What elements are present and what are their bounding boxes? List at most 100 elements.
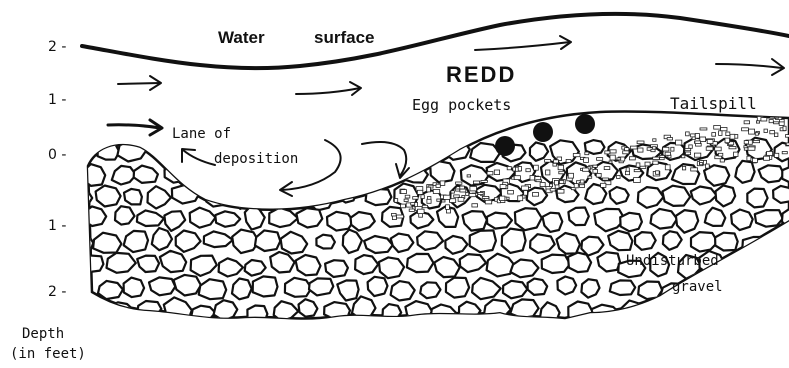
fine-gravel-particle (574, 184, 578, 188)
gravel-stone (515, 208, 542, 230)
fine-gravel-particle (729, 147, 736, 149)
fine-gravel-particle (625, 171, 629, 174)
egg-pocket (533, 122, 553, 142)
gravel-stone (502, 229, 526, 253)
fine-gravel-particle (446, 205, 450, 210)
gravel-stone (405, 301, 432, 319)
fine-gravel-particle (707, 140, 713, 144)
fine-gravel-particle (467, 175, 471, 177)
fine-gravel-particle (609, 161, 612, 163)
deposition-zone-label-line1: Lane of (172, 127, 231, 141)
gravel-stone (339, 139, 365, 156)
fine-gravel-particle (585, 152, 589, 155)
gravel-stone (620, 213, 642, 232)
fine-gravel-particle (637, 141, 644, 144)
gravel-stone (741, 277, 766, 300)
fine-gravel-particle (442, 200, 445, 202)
fine-gravel-particle (409, 209, 414, 211)
gravel-stone (368, 277, 388, 296)
fine-gravel-particle (550, 188, 555, 191)
fine-gravel-particle (775, 133, 778, 137)
redd-title: REDD (446, 64, 516, 86)
gravel-stone (316, 235, 335, 249)
gravel-stone (407, 254, 434, 272)
fine-gravel-particle (603, 178, 609, 180)
gravel-stone (753, 300, 780, 325)
fine-gravel-particle (783, 126, 786, 130)
fine-gravel-particle (676, 140, 682, 145)
fine-gravel-particle (524, 191, 528, 196)
fine-gravel-particle (689, 145, 693, 148)
fine-gravel-particle (634, 178, 641, 183)
fine-gravel-particle (418, 209, 425, 213)
fine-gravel-particle (782, 152, 787, 154)
fine-gravel-particle (554, 160, 559, 163)
fine-gravel-particle (617, 158, 621, 160)
gravel-stone (73, 190, 92, 207)
fine-gravel-particle (450, 199, 456, 203)
fine-gravel-particle (456, 189, 460, 191)
fine-gravel-particle (682, 166, 685, 170)
fine-gravel-particle (706, 164, 710, 168)
fine-gravel-particle (588, 176, 592, 178)
fine-gravel-particle (700, 128, 707, 130)
undisturbed-gravel-label-line1: Undisturbed (626, 254, 719, 268)
fine-gravel-particle (593, 165, 597, 167)
fine-gravel-particle (500, 196, 505, 201)
fine-gravel-particle (401, 190, 407, 194)
fine-gravel-particle (466, 192, 469, 195)
fine-gravel-particle (726, 132, 730, 136)
gravel-stone (366, 189, 392, 205)
gravel-stone (383, 304, 402, 320)
gravel-stone (149, 140, 171, 157)
fine-gravel-particle (546, 170, 550, 175)
fine-gravel-particle (553, 163, 557, 166)
fine-gravel-particle (604, 167, 610, 170)
fine-gravel-particle (742, 128, 749, 131)
gravel-stone (755, 210, 783, 227)
fine-gravel-particle (656, 171, 660, 175)
fine-gravel-particle (653, 147, 656, 150)
gravel-stone (487, 213, 512, 229)
fine-gravel-particle (691, 168, 698, 171)
fine-gravel-particle (559, 181, 563, 184)
gravel-stone (391, 281, 415, 300)
fine-gravel-particle (651, 149, 655, 151)
gravel-stone (296, 255, 321, 275)
gravel-stone (470, 230, 496, 252)
gravel-stone (266, 168, 293, 184)
fine-gravel-particle (518, 167, 521, 171)
gravel-stone (327, 212, 354, 231)
fine-gravel-particle (769, 120, 773, 123)
fine-gravel-particle (436, 184, 440, 187)
fine-gravel-particle (507, 167, 511, 170)
fine-gravel-particle (566, 159, 571, 162)
undisturbed-gravel-label-line2: gravel (672, 280, 723, 294)
fine-gravel-particle (748, 147, 755, 150)
gravel-stone (253, 276, 278, 296)
fine-gravel-particle (536, 180, 541, 182)
fine-gravel-particle (540, 183, 545, 187)
fine-gravel-particle (725, 138, 730, 143)
gravel-stone (81, 256, 103, 272)
gravel-stone (716, 185, 736, 206)
gravel-stone (771, 236, 789, 256)
fine-gravel-particle (685, 148, 691, 150)
fine-gravel-particle (437, 199, 441, 201)
gravel-stone (682, 301, 700, 323)
fine-gravel-particle (686, 132, 690, 136)
fine-gravel-particle (421, 195, 424, 199)
gravel-stone (124, 189, 142, 205)
fine-gravel-particle (774, 153, 778, 157)
fine-gravel-particle (645, 162, 650, 166)
fine-gravel-particle (427, 199, 431, 203)
fine-gravel-particle (397, 215, 404, 218)
fine-gravel-particle (411, 203, 415, 205)
fine-gravel-particle (686, 152, 691, 155)
current-arrow-icon (118, 76, 161, 90)
fine-gravel-particle (712, 133, 716, 137)
fine-gravel-particle (631, 146, 638, 149)
fine-gravel-particle (753, 158, 758, 162)
fine-gravel-particle (747, 156, 751, 160)
